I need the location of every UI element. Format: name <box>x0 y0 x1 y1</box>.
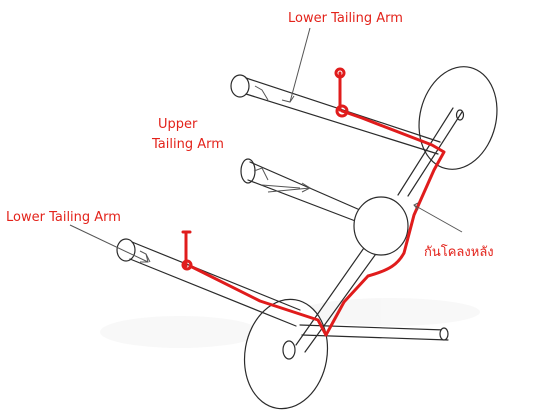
differential <box>353 196 409 256</box>
label-stabilizer-thai: กันโคลงหลัง <box>424 244 494 260</box>
upper-tailing-arm <box>240 158 361 223</box>
rear-left-wheel <box>243 298 329 410</box>
axle-frame <box>295 107 463 353</box>
rear-stabilizer-bar <box>181 67 446 337</box>
label-lower-tailing-arm-left: Lower Tailing Arm <box>6 210 121 225</box>
label-upper-tailing-arm-line1: Upper <box>158 117 198 132</box>
lower-tailing-arm-right <box>230 74 441 155</box>
label-leaders <box>69 27 463 263</box>
label-lower-tailing-arm-top: Lower Tailing Arm <box>288 11 403 26</box>
ground-shadows <box>100 298 480 348</box>
lower-tailing-arm-left <box>116 238 301 327</box>
label-upper-tailing-arm-line2: Tailing Arm <box>151 137 224 152</box>
